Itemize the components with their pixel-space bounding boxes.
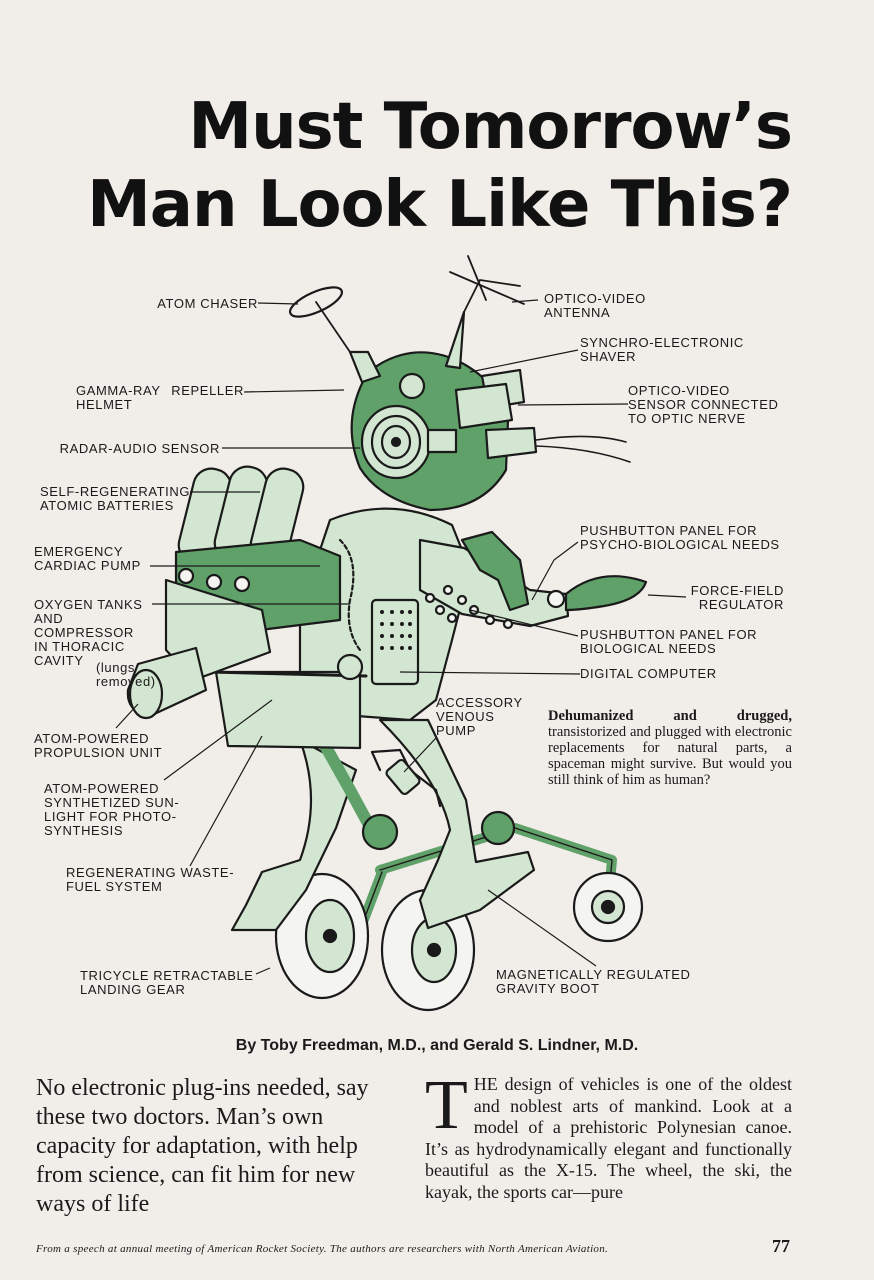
label-force-field-regulator: FORCE-FIELD REGULATOR xyxy=(690,583,784,612)
label-optico-video-sensor: OPTICO-VIDEO SENSOR CONNECTED TO OPTIC N… xyxy=(628,383,779,426)
label-radar-audio-sensor: RADAR-AUDIO SENSOR xyxy=(59,441,220,456)
body-text: HE design of vehicles is one of the olde… xyxy=(425,1074,792,1202)
venous-pump xyxy=(385,758,421,796)
label-emergency-cardiac-pump: EMERGENCY CARDIAC PUMP xyxy=(34,544,141,573)
pump-valves xyxy=(177,567,251,593)
wrist-dial xyxy=(546,589,566,609)
label-tricycle-landing-gear: TRICYCLE RETRACTABLE LANDING GEAR xyxy=(80,968,254,997)
label-pushbutton-psycho: PUSHBUTTON PANEL FOR PSYCHO-BIOLOGICAL N… xyxy=(580,523,780,552)
byline: By Toby Freedman, M.D., and Gerald S. Li… xyxy=(235,1037,639,1054)
label-waste-fuel-system: REGENERATING WASTE- FUEL SYSTEM xyxy=(66,865,235,894)
digital-computer xyxy=(370,598,420,686)
illustration-caption: Dehumanized and drugged, transistorized … xyxy=(548,708,792,788)
left-horn xyxy=(348,350,382,384)
drop-cap: T xyxy=(425,1067,468,1144)
label-propulsion-unit: ATOM-POWERED PROPULSION UNIT xyxy=(34,731,163,760)
optic-nerve-wires xyxy=(535,435,631,463)
label-synchro-electronic-shaver: SYNCHRO-ELECTRONIC SHAVER xyxy=(580,335,744,364)
left-leg xyxy=(230,738,358,932)
knee-joint xyxy=(361,813,399,851)
front-wheel xyxy=(572,871,644,943)
article-title: Must Tomorrow’s Man Look Like This? xyxy=(87,88,793,244)
spaceman-illustration xyxy=(115,255,687,1012)
caption-text: transistorized and plugged with electron… xyxy=(548,724,792,788)
left-wheel xyxy=(274,872,370,1000)
force-field-regulator xyxy=(564,575,648,612)
article-deck: No electronic plug-ins needed, say these… xyxy=(36,1075,369,1217)
label-pushbutton-bio: PUSHBUTTON PANEL FOR BIOLOGICAL NEEDS xyxy=(580,627,758,656)
label-accessory-venous-pump: ACCESSORY VENOUS PUMP xyxy=(436,695,523,738)
pants xyxy=(214,670,362,750)
pedal-joint xyxy=(480,810,516,846)
optico-video-sensors xyxy=(454,368,538,460)
title-line-1: Must Tomorrow’s xyxy=(188,90,793,164)
title-line-2: Man Look Like This? xyxy=(87,168,793,242)
label-gamma-ray-helmet: GAMMA-RAY REPELLER HELMET xyxy=(76,383,244,412)
belt-buckle xyxy=(336,653,364,681)
radar-audio-sensor xyxy=(360,404,432,480)
right-leg xyxy=(378,718,536,930)
label-gravity-boot: MAGNETICALLY REGULATED GRAVITY BOOT xyxy=(496,967,691,996)
caption-lead: Dehumanized and drugged, xyxy=(548,708,792,724)
label-oxygen-tanks: OXYGEN TANKS AND COMPRESSOR IN THORACIC … xyxy=(34,597,143,668)
optico-video-antenna xyxy=(315,255,525,353)
right-hand xyxy=(460,530,530,612)
label-atomic-batteries: SELF-REGENERATING ATOMIC BATTERIES xyxy=(40,484,191,513)
leader-lines xyxy=(115,299,687,975)
label-atom-chaser: ATOM CHASER xyxy=(157,296,258,311)
label-oxygen-note: (lungs removed) xyxy=(96,660,156,689)
atom-chaser xyxy=(288,286,344,318)
label-synthetized-sunlight: ATOM-POWERED SYNTHETIZED SUN- LIGHT FOR … xyxy=(44,781,180,838)
synchro-shaver xyxy=(426,428,458,454)
label-oxygen-note-wrap: (lungs removed) xyxy=(34,661,155,689)
label-digital-computer: DIGITAL COMPUTER xyxy=(580,666,717,681)
shaver-button xyxy=(398,372,426,400)
page-number: 77 xyxy=(772,1236,790,1256)
footnote: From a speech at annual meeting of Ameri… xyxy=(36,1243,609,1255)
pushbutton-panel-bio xyxy=(424,584,514,630)
right-horn xyxy=(444,310,466,370)
spaceman-figure xyxy=(126,255,648,1012)
label-optico-video-antenna: OPTICO-VIDEO ANTENNA xyxy=(544,291,646,320)
